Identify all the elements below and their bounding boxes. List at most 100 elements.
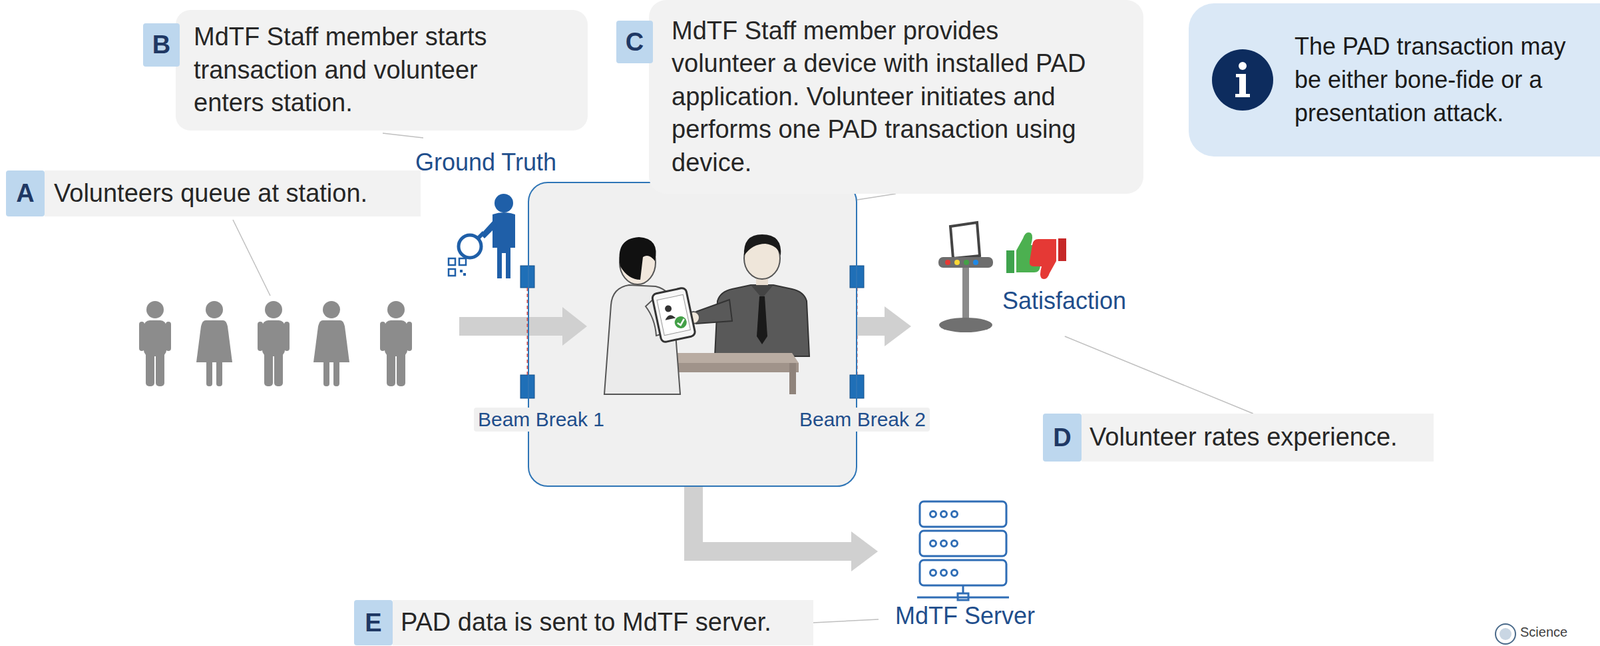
callout-box: BMdTF Staff member starts transaction an… bbox=[143, 9, 588, 131]
queue-people bbox=[139, 300, 412, 387]
note-text-slot: The PAD transaction may be either bone-f… bbox=[1294, 29, 1588, 130]
callout-letter: E bbox=[364, 608, 382, 637]
callout-text: MdTF Staff member provides volunteer a d… bbox=[671, 14, 1092, 180]
person-figure bbox=[139, 300, 172, 387]
phone-device bbox=[651, 286, 696, 343]
callout-body: PAD data is sent to MdTF server. bbox=[392, 599, 814, 645]
person-figure bbox=[196, 300, 233, 387]
kiosk-label: Satisfaction bbox=[1002, 286, 1127, 315]
info-icon bbox=[1188, 3, 1296, 157]
leader-line bbox=[382, 133, 424, 138]
ground-truth-icon bbox=[463, 272, 466, 276]
thumbs-icons bbox=[1029, 238, 1057, 279]
satisfaction-kiosk bbox=[962, 267, 970, 321]
agency-seal bbox=[1495, 623, 1516, 644]
leader-line bbox=[1064, 336, 1254, 414]
label-slot: Science bbox=[1520, 623, 1568, 640]
callout-body: Volunteers queue at station. bbox=[44, 170, 421, 217]
callout-badge: B bbox=[143, 23, 180, 67]
ground-truth-icon bbox=[459, 258, 466, 265]
thumbs-icons bbox=[1058, 238, 1067, 261]
info-icon bbox=[1235, 73, 1244, 78]
server-icon bbox=[941, 540, 948, 547]
leader-line bbox=[813, 618, 879, 623]
callout-letter: C bbox=[625, 27, 644, 57]
sensor-label: Beam Break 2 bbox=[795, 407, 930, 432]
server-icon bbox=[930, 540, 937, 547]
station-label: Ground Truth bbox=[415, 147, 557, 177]
station-ground bbox=[527, 181, 858, 487]
satisfaction-kiosk bbox=[939, 317, 993, 333]
server-icon bbox=[941, 569, 948, 576]
callout-box: C MdTF Staff member provides volunteer a … bbox=[616, 0, 1144, 194]
ground-truth-icon bbox=[448, 268, 456, 276]
leader-line bbox=[857, 193, 896, 200]
staff-figure bbox=[687, 234, 810, 357]
person-figure bbox=[257, 300, 290, 387]
volunteer-figure bbox=[604, 236, 681, 395]
ground-truth-icon bbox=[494, 193, 514, 213]
callout-letter: D bbox=[1052, 423, 1071, 452]
callout-body: Volunteer rates experience. bbox=[1081, 413, 1434, 462]
server-icon bbox=[951, 569, 958, 576]
ground-truth-icon bbox=[492, 212, 516, 279]
ground-truth-icon bbox=[448, 193, 516, 279]
connector-group bbox=[693, 193, 1254, 623]
satisfaction-kiosk bbox=[938, 222, 994, 333]
callout-letter: B bbox=[152, 30, 171, 60]
callout-letter: A bbox=[15, 179, 34, 208]
staff-figure bbox=[696, 299, 733, 324]
server-label: MdTF Server bbox=[895, 600, 1035, 630]
server-icon bbox=[919, 501, 1007, 527]
thumbs-icons bbox=[1006, 250, 1015, 273]
server-icon bbox=[919, 530, 1007, 556]
server-icon bbox=[930, 511, 937, 518]
callout-badge: E bbox=[354, 599, 393, 645]
phone-device bbox=[656, 294, 691, 335]
server-icon bbox=[919, 559, 1007, 586]
phone-device bbox=[664, 304, 673, 313]
info-note: The PAD transaction may be either bone-f… bbox=[1188, 3, 1600, 157]
person-figure bbox=[313, 300, 350, 387]
callout-box: A Volunteers queue at station. bbox=[5, 170, 421, 217]
agency-seal bbox=[1499, 627, 1512, 640]
server-icon bbox=[957, 593, 969, 600]
label-slot: Ground Truth bbox=[415, 147, 557, 177]
thumbs-icons bbox=[1006, 232, 1067, 279]
leader-line bbox=[232, 219, 271, 296]
phone-device bbox=[651, 286, 696, 343]
info-icon bbox=[1211, 49, 1274, 111]
volunteer-figure bbox=[619, 236, 657, 280]
staff-figure bbox=[756, 296, 768, 345]
info-icon bbox=[1239, 73, 1246, 97]
ground-truth-icon bbox=[459, 269, 463, 273]
server-icon bbox=[951, 540, 958, 547]
info-icon bbox=[1235, 93, 1250, 98]
satisfaction-kiosk bbox=[945, 259, 951, 265]
server-icon bbox=[917, 596, 1009, 599]
satisfaction-kiosk bbox=[954, 259, 960, 265]
ground-truth-icon bbox=[448, 258, 456, 265]
desk bbox=[789, 362, 797, 395]
server-icon bbox=[941, 511, 948, 518]
ground-truth-icon bbox=[477, 232, 484, 239]
flow-arrow bbox=[857, 316, 886, 336]
server-icon bbox=[962, 585, 965, 594]
sensor-label: Beam Break 1 bbox=[473, 407, 609, 432]
flow-arrow bbox=[693, 486, 852, 552]
logo-wordmark: Science bbox=[1520, 623, 1568, 640]
callout-body: MdTF Staff member starts transaction and… bbox=[175, 9, 588, 131]
text-slot: Beam Break 2 bbox=[795, 407, 930, 432]
callout-body: MdTF Staff member provides volunteer a d… bbox=[648, 0, 1144, 194]
kiosk-group: Satisfaction bbox=[911, 219, 1139, 337]
callout-badge: D bbox=[1042, 413, 1082, 462]
phone-device bbox=[664, 314, 676, 321]
person-figure bbox=[380, 300, 412, 387]
server-icon bbox=[930, 569, 937, 576]
satisfaction-kiosk bbox=[950, 222, 980, 259]
satisfaction-kiosk bbox=[963, 259, 970, 265]
note-text: The PAD transaction may be either bone-f… bbox=[1294, 29, 1588, 130]
server-icon bbox=[917, 501, 1009, 600]
info-icon bbox=[1238, 61, 1247, 70]
